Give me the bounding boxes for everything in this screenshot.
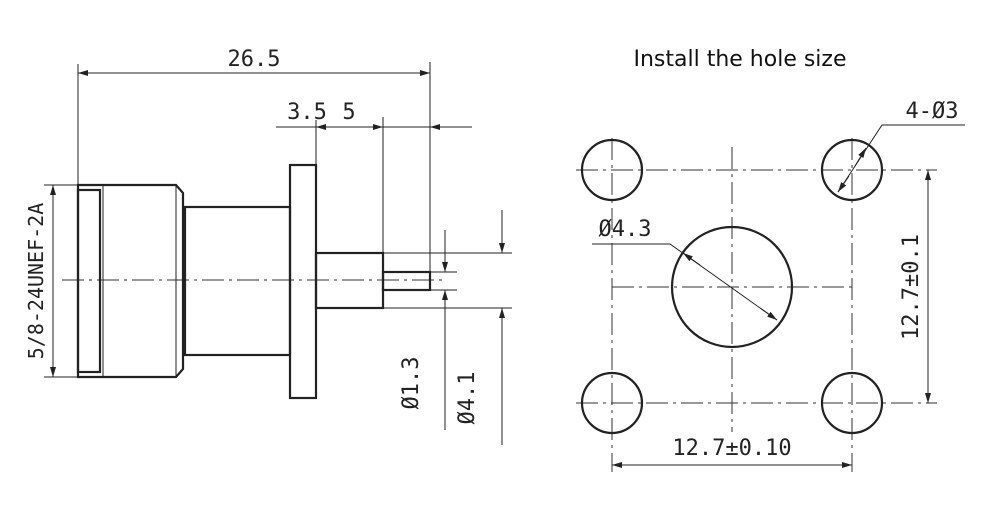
connector-side-view: 26.5 3.5 5 5/8-24UNEF-2A Ø1.3 Ø4.1 — [24, 47, 512, 445]
center-hole — [670, 225, 794, 349]
connector-body — [183, 205, 292, 357]
flange-to-pin-label: 3.5 — [287, 100, 327, 125]
center-hole-label: Ø4.3 — [599, 217, 652, 242]
center-pin — [381, 270, 432, 292]
nut-ring — [76, 188, 102, 374]
vertical-spacing-label: 12.7±0.1 — [899, 234, 924, 340]
hole-pattern: 4-Ø3 Ø4.3 12.7±0.1 12.7±0.10 — [576, 99, 965, 472]
pin-diameter-label: Ø1.3 — [399, 357, 424, 410]
center-hole-leader — [592, 243, 778, 321]
mount-hole — [820, 371, 884, 435]
horizontal-spacing-label: 12.7±0.10 — [672, 436, 791, 461]
mount-hole — [580, 371, 644, 435]
coupling-nut — [76, 183, 185, 379]
flange — [288, 163, 318, 400]
mount-hole-leader — [837, 124, 965, 193]
insulator-diameter-label: Ø4.1 — [455, 372, 480, 425]
thread-spec-label: 5/8-24UNEF-2A — [24, 203, 48, 360]
hole-pattern-title: Install the hole size — [633, 47, 846, 72]
mount-holes-label: 4-Ø3 — [906, 99, 959, 124]
overall-length-label: 26.5 — [228, 47, 281, 72]
mount-hole — [820, 138, 884, 202]
pin-length-label: 5 — [342, 100, 355, 125]
mount-hole — [580, 138, 644, 202]
